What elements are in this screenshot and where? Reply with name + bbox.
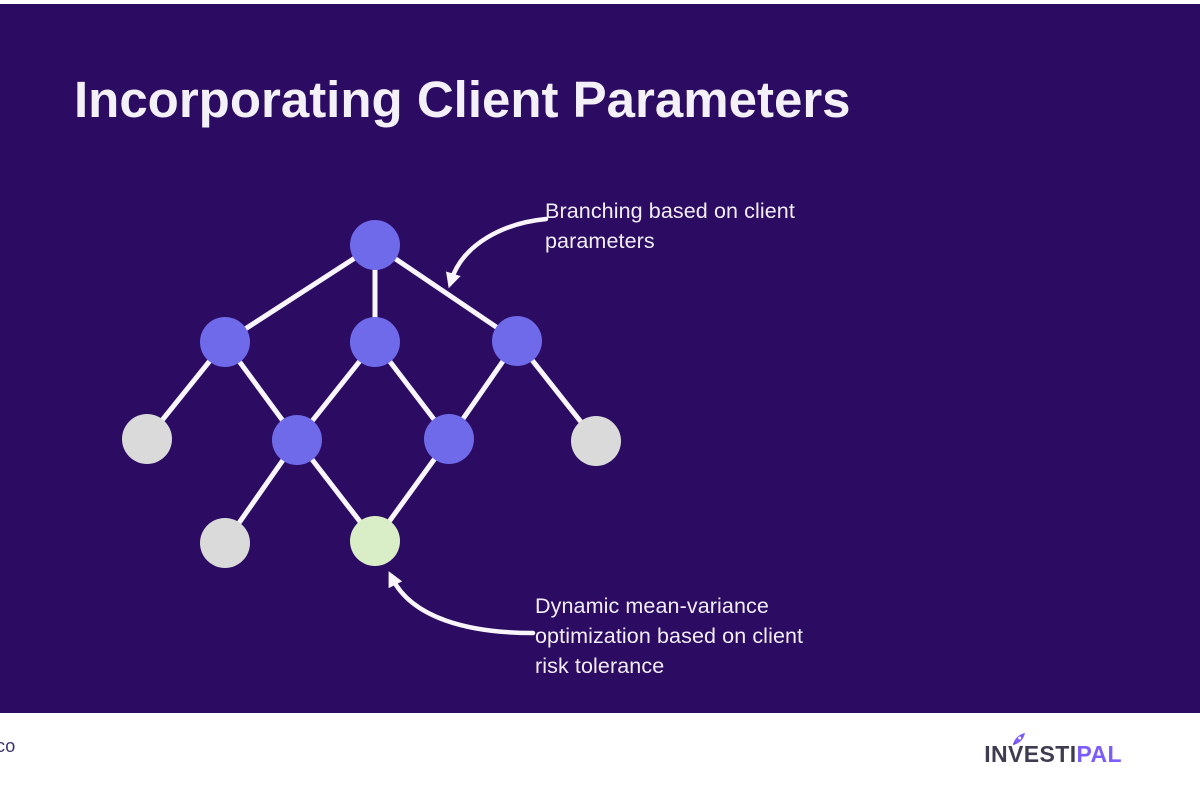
tree-edge [223, 242, 377, 345]
tree-edge [295, 340, 377, 442]
dynamic-annotation: Dynamic mean-variance optimization based… [535, 594, 804, 678]
tree-edge [446, 339, 520, 441]
dynamic-annotation-arrow [388, 571, 536, 636]
tree-node-l2-left [200, 317, 250, 367]
tree-edge [515, 339, 598, 443]
tree-edge [373, 242, 519, 344]
tree-node-l3-purple-right [424, 414, 474, 464]
tree-node-l3-gray-left [122, 414, 172, 464]
branching-annotation: Branching based on client parameters [545, 199, 795, 253]
tree-node-l3-purple-left [272, 415, 322, 465]
slide-canvas: Incorporating Client Parameters Branchin… [0, 4, 1200, 713]
tree-node-l4-gray [200, 518, 250, 568]
investipal-logo: INVESTIPAL [984, 733, 1122, 768]
logo-text-investi: INVESTI [984, 741, 1077, 767]
tree-nodes [122, 220, 621, 568]
branching-annotation-arrow [446, 216, 549, 289]
tree-node-root [350, 220, 400, 270]
tree-edge [222, 438, 300, 545]
footer-bar: co INVESTIPAL [0, 713, 1200, 800]
tree-node-l2-mid [350, 317, 400, 367]
tree-edges [145, 242, 598, 545]
tree-edge [372, 437, 452, 543]
tree-edge [222, 340, 300, 442]
tree-edge [295, 438, 377, 543]
slide-title: Incorporating Client Parameters [74, 71, 851, 128]
tree-node-l3-gray-right [571, 416, 621, 466]
tree-node-l2-right [492, 316, 542, 366]
logo-text-pal: PAL [1076, 741, 1122, 767]
tree-edge [145, 340, 227, 441]
rocket-icon [1013, 733, 1026, 745]
tree-edge [373, 340, 451, 441]
footer-url-fragment: co [0, 736, 16, 756]
tree-node-l4-optimal [350, 516, 400, 566]
